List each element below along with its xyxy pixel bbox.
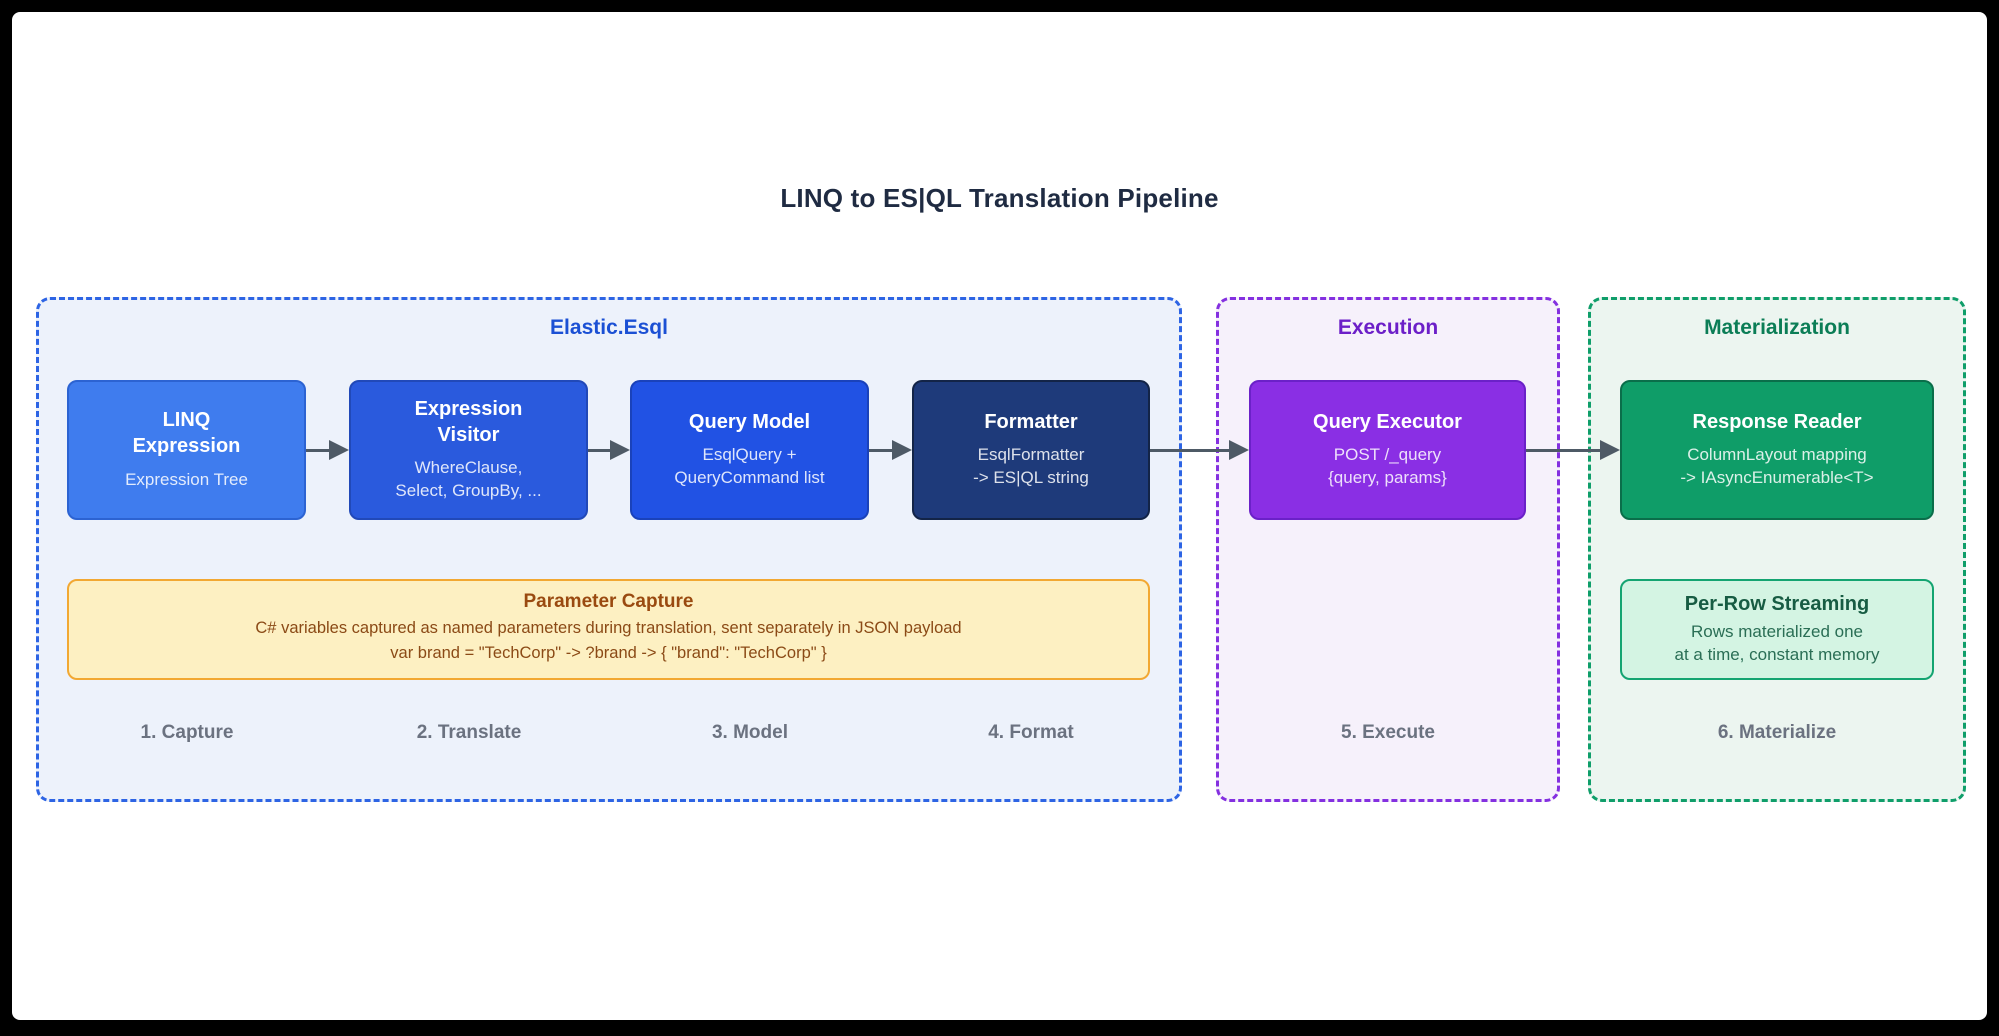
group-label-elastic-esql: Elastic.Esql — [550, 316, 668, 339]
node-title: Expression Visitor — [414, 397, 523, 446]
arrow-connector-1 — [306, 449, 331, 452]
node-query-executor: Query Executor POST /_query {query, para… — [1249, 380, 1526, 520]
streaming-body: Rows materialized one at a time, constan… — [1674, 622, 1880, 664]
step-label-model: 3. Model — [711, 722, 788, 743]
group-label-execution: Execution — [1337, 316, 1439, 339]
arrow-head-icon — [892, 440, 912, 460]
arrow-connector-3 — [869, 449, 894, 452]
group-label-materialization: Materialization — [1704, 316, 1850, 339]
node-title: Query Executor — [1313, 410, 1462, 433]
diagram-title: LINQ to ES|QL Translation Pipeline — [780, 183, 1219, 213]
node-title: Formatter — [984, 410, 1078, 433]
arrow-head-icon — [1229, 440, 1249, 460]
arrow-connector-4 — [1150, 449, 1231, 452]
note-line-2: var brand = "TechCorp" -> ?brand -> { "b… — [390, 644, 827, 662]
parameter-capture-note: Parameter Capture C# variables captured … — [67, 579, 1150, 680]
node-subtitle: WhereClause, Select, GroupBy, ... — [395, 458, 542, 501]
node-title: Query Model — [688, 410, 811, 433]
node-subtitle: EsqlFormatter -> ES|QL string — [973, 445, 1089, 488]
node-subtitle: Expression Tree — [125, 469, 248, 489]
per-row-streaming-note: Per-Row Streaming Rows materialized one … — [1620, 579, 1934, 680]
node-subtitle: POST /_query {query, params} — [1328, 445, 1447, 488]
arrow-head-icon — [610, 440, 630, 460]
arrow-head-icon — [329, 440, 349, 460]
node-formatter: Formatter EsqlFormatter -> ES|QL string — [912, 380, 1150, 520]
step-label-materialize: 6. Materialize — [1717, 722, 1837, 743]
node-query-model: Query Model EsqlQuery + QueryCommand lis… — [630, 380, 869, 520]
step-label-format: 4. Format — [988, 722, 1074, 743]
streaming-title: Per-Row Streaming — [1684, 593, 1870, 616]
node-response-reader: Response Reader ColumnLayout mapping -> … — [1620, 380, 1934, 520]
step-label-capture: 1. Capture — [140, 722, 234, 743]
step-label-translate: 2. Translate — [416, 722, 522, 743]
node-title: Response Reader — [1692, 410, 1862, 433]
node-title: LINQ Expression — [132, 409, 241, 458]
note-line-1: C# variables captured as named parameter… — [255, 619, 962, 637]
node-expression-visitor: Expression Visitor WhereClause, Select, … — [349, 380, 588, 520]
arrow-head-icon — [1600, 440, 1620, 460]
note-title: Parameter Capture — [523, 591, 694, 612]
step-label-execute: 5. Execute — [1341, 722, 1435, 743]
arrow-connector-5 — [1526, 449, 1602, 452]
node-subtitle: EsqlQuery + QueryCommand list — [674, 445, 825, 488]
node-subtitle: ColumnLayout mapping -> IAsyncEnumerable… — [1680, 445, 1874, 488]
node-linq-expression: LINQ Expression Expression Tree — [67, 380, 306, 520]
arrow-connector-2 — [588, 449, 612, 452]
